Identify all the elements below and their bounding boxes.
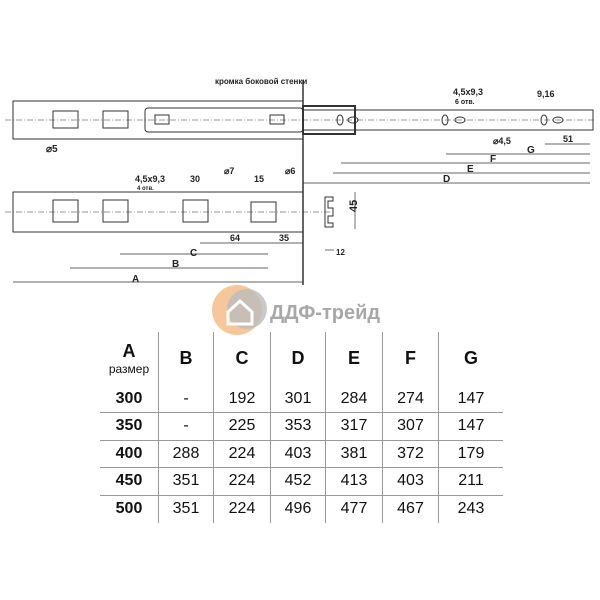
table-cell: -: [158, 412, 214, 441]
table-cell: -: [158, 385, 214, 413]
table-cell: 400: [100, 439, 159, 468]
top-slot-dim: 4,5x9,3: [453, 87, 483, 97]
table-cell: 147: [438, 385, 503, 413]
hole-dia-5: ⌀5: [46, 144, 58, 155]
company-logo: ДДФ-трейд: [200, 282, 400, 342]
table-cell: 243: [438, 494, 503, 523]
dim-916: 9,16: [537, 89, 555, 99]
dia-45: ⌀4,5: [493, 136, 511, 146]
table-cell: 467: [382, 494, 439, 523]
table-cell: 224: [213, 467, 271, 496]
table-cell: 307: [382, 412, 439, 441]
table-cell: 500: [100, 494, 159, 523]
dim-64: 64: [230, 233, 240, 243]
table-cell: 224: [213, 494, 271, 523]
table-cell: 225: [213, 412, 271, 441]
table-cell: 381: [325, 439, 383, 468]
table-cell: 288: [158, 439, 214, 468]
table-cell: 301: [270, 385, 326, 413]
label-f: F: [490, 154, 496, 165]
table-cell: 224: [213, 439, 271, 468]
header-c: C: [213, 332, 271, 385]
table-cell: 350: [100, 412, 159, 441]
table-cell: 403: [382, 467, 439, 496]
dia-7: ⌀7: [224, 166, 234, 176]
dim-15: 15: [254, 174, 264, 184]
wall-label: кромка боковой стенки: [215, 77, 307, 86]
header-d: D: [270, 332, 326, 385]
table-cell: 477: [325, 494, 383, 523]
table-cell: 274: [382, 385, 439, 413]
dim-35: 35: [279, 233, 289, 243]
table-cell: 353: [270, 412, 326, 441]
dim-30: 30: [190, 174, 200, 184]
table-cell: 496: [270, 494, 326, 523]
label-b: B: [172, 259, 179, 270]
label-d: D: [443, 174, 450, 185]
dia-6: ⌀6: [285, 166, 295, 176]
label-a: A: [132, 274, 139, 285]
label-e: E: [467, 164, 474, 175]
table-cell: 351: [158, 467, 214, 496]
header-b: B: [158, 332, 214, 385]
table-cell: 284: [325, 385, 383, 413]
table-cell: 351: [158, 494, 214, 523]
logo-text: ДДФ-трейд: [270, 302, 380, 324]
top-slot-count: 6 отв.: [455, 99, 475, 106]
label-g: G: [527, 145, 535, 156]
table-cell: 192: [213, 385, 271, 413]
table-cell: 413: [325, 467, 383, 496]
table-cell: 147: [438, 412, 503, 441]
table-cell: 403: [270, 439, 326, 468]
table-cell: 450: [100, 467, 159, 496]
header-e: E: [325, 332, 383, 385]
profile-height: 45: [348, 200, 360, 212]
bottom-slot-dim: 4,5x9,3: [135, 174, 165, 184]
bottom-slot-count: 4 отв.: [137, 186, 154, 192]
label-c: C: [190, 248, 197, 259]
table-cell: 300: [100, 385, 159, 413]
dim-51: 51: [563, 134, 573, 144]
profile-section: [324, 196, 334, 228]
table-cell: 372: [382, 439, 439, 468]
profile-width: 12: [336, 248, 345, 257]
technical-drawing: кромка боковой стенки ⌀5 4,5x9,3 6 отв. …: [5, 77, 595, 285]
table-cell: 211: [438, 467, 503, 496]
header-f: F: [382, 332, 439, 385]
table-cell: 179: [438, 439, 503, 468]
table-cell: 317: [325, 412, 383, 441]
table-cell: 452: [270, 467, 326, 496]
header-g: G: [438, 332, 503, 385]
